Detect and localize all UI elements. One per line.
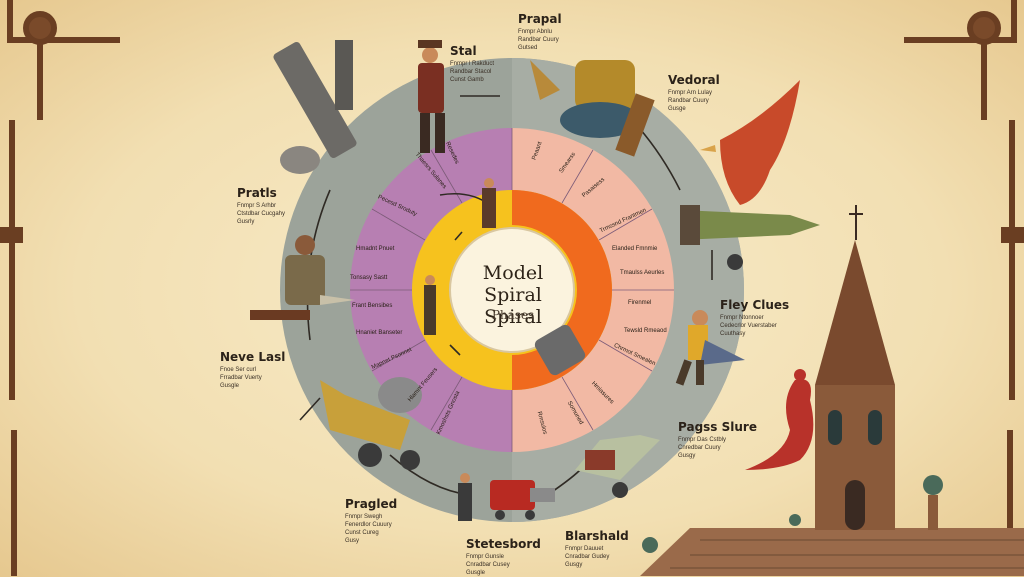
red-bird-icon (700, 80, 800, 205)
hub (449, 227, 575, 353)
label-desc: Fnmpr Gunsle Cnradbar Cusey Gusgle (466, 554, 510, 576)
phase-figures (424, 178, 586, 521)
label-title: Prapal (518, 12, 562, 26)
church-tower-icon (640, 205, 1024, 576)
explorer-figure-icon (418, 40, 445, 153)
label-desc: Fnmpr Dauuet Cnradbar Gudey Gusgy (565, 546, 610, 568)
label-title: Pagss Slure (678, 420, 757, 434)
label-desc: Fnmpr Swegh Fenerdlor Cuuury Cunst Cureg… (345, 514, 392, 544)
label-desc: Fnmpr l Rakduct Randbar Stacol Cunst Gam… (450, 61, 495, 83)
cannon-icon (273, 40, 357, 174)
engine-icon (490, 480, 555, 520)
ring-text: Elanded Fmnmie (612, 246, 658, 252)
ring-text: Tmaulss Aeurles (620, 270, 665, 276)
label-stetesbord: Stetesbord Fnmpr Gunsle Cnradbar Cusey G… (466, 537, 541, 577)
tank-vehicle-icon (320, 377, 422, 470)
ring-text: Firenmel (628, 300, 652, 306)
label-title: Pratls (237, 186, 277, 200)
label-pragled: Pragled Fnmpr Swegh Fenerdlor Cuuury Cun… (345, 497, 397, 545)
ring-text: Hmadnt Pnuet (356, 246, 395, 252)
label-title: Vedoral (668, 73, 720, 87)
ring-text: Frant Bensibes (352, 303, 393, 309)
label-title: Neve Lasl (220, 350, 286, 364)
warrior-figure-icon (250, 235, 355, 320)
hub-title: Model Spiral Spiral (458, 262, 568, 328)
label-desc: Fnmpr Arn Lulay Randbar Cuury Gusge (668, 90, 713, 112)
rocket-cart-icon (680, 205, 820, 270)
ring-text: Tonsasy Sastt (350, 275, 388, 281)
label-pagss-slure: Pagss Slure Fnmpr Das Cstbly Cnredbar Cu… (678, 420, 757, 460)
label-fley-clues: Fley Clues Fnmpr Ntonnoer Cedecrlor Vuer… (720, 298, 789, 338)
label-neve-lasl: Neve Lasl Fnoe Ser curl Frradbar Vuerty … (220, 350, 285, 390)
purple-band (350, 128, 512, 452)
label-desc: Fnmpr Das Cstbly Cnredbar Cuury Gusgy (678, 437, 727, 459)
label-blarshald: Blarshald Fnmpr Dauuet Cnradbar Gudey Gu… (565, 529, 629, 569)
label-title: Stal (450, 44, 477, 58)
label-desc: Fnmpr S Arhbr Ctstdbar Cucgahy Gusrly (237, 203, 286, 225)
label-title: Fley Clues (720, 298, 790, 312)
label-title: Pragled (345, 497, 398, 511)
band-dividers (350, 128, 674, 452)
runner-figure-icon (675, 310, 745, 386)
label-pratls: Pratls Fnmpr S Arhbr Ctstdbar Cucgahy Gu… (237, 186, 285, 226)
red-dragon-icon (745, 369, 814, 470)
hub-title-line2: Spiral (484, 306, 542, 328)
hub-subtitle: Phases (491, 308, 535, 322)
ring-text: Hnaniet Banseter (356, 330, 403, 336)
label-vedoral: Vedoral Fnmpr Arn Lulay Randbar Cuury Gu… (668, 73, 720, 113)
rocket-truck-icon (575, 435, 660, 498)
label-prapal: Prapal Fnmpr Abnlu Randbar Cuury Gutsed (518, 12, 562, 52)
ring-text: Tewsld Rmeaod (624, 328, 667, 334)
label-title: Stetesbord (466, 537, 541, 551)
gramophone-icon (530, 60, 655, 157)
pink-band (512, 128, 674, 452)
label-desc: Fnmpr Ntonnoer Cedecrlor Vuerstaber Cuut… (720, 315, 777, 337)
label-desc: Fnmpr Abnlu Randbar Cuury Gutsed (518, 29, 559, 51)
hub-title-line1: Model Spiral (482, 262, 544, 306)
label-stal: Stal Fnmpr l Rakduct Randbar Stacol Cuns… (450, 44, 494, 84)
orange-band (512, 190, 612, 390)
label-desc: Fnoe Ser curl Frradbar Vuerty Gusgle (220, 367, 262, 389)
label-title: Blarshald (565, 529, 629, 543)
